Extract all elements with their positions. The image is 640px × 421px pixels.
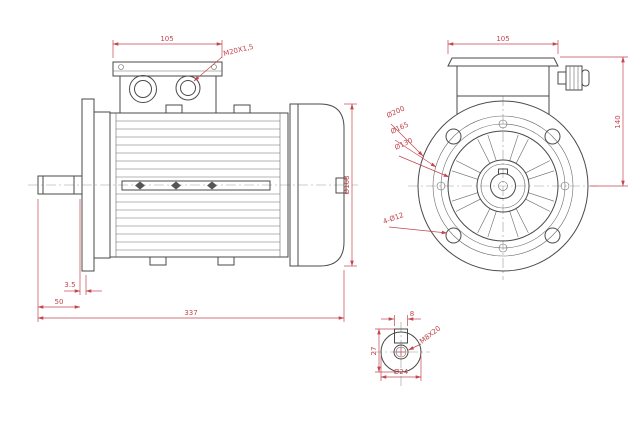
bolt-circle (432, 115, 574, 257)
tapped-hole (393, 344, 409, 360)
rear-bearing-cap (335, 177, 347, 194)
bolt-hole (544, 128, 561, 145)
front-view: 105 140 Ø200 Ø165 Ø130 4-Ø12 (382, 35, 628, 280)
bracket-screw (560, 181, 570, 191)
dim-terminal-box-width: 105 (160, 35, 173, 43)
center-hole (498, 181, 508, 191)
fan-cowl (289, 103, 345, 267)
gland-cap (581, 69, 590, 87)
cooling-fins (115, 113, 281, 257)
dim-body-diameter: Ø168 (343, 176, 351, 195)
cable-gland-hole (129, 75, 157, 103)
flange-outer-circle (417, 100, 589, 272)
lid-screw (211, 64, 217, 70)
bolt-hole (445, 227, 462, 244)
bracket-screw (498, 119, 508, 129)
top-lug (233, 104, 251, 114)
radial-ribs (451, 134, 555, 238)
bottom-lug (149, 256, 167, 266)
dim-bolt-circle-diameter: Ø165 (389, 121, 409, 136)
terminal-box-lid (112, 61, 223, 77)
lid-screw (118, 64, 124, 70)
dim-center-to-box-top: 140 (614, 115, 622, 128)
bolt-hole (445, 128, 462, 145)
spigot-circle (447, 130, 559, 242)
thread-minor-circle (395, 346, 407, 358)
tie-rod-nuts (135, 181, 217, 190)
shaft-bore (490, 173, 516, 199)
front-view-dimensions (388, 40, 628, 235)
top-lug (165, 104, 183, 114)
dim-front-box-width: 105 (496, 35, 509, 43)
side-view: 105 M20X1,5 Ø168 3.5 50 337 (28, 35, 358, 322)
dim-total-length: 337 (184, 309, 197, 317)
label-tapped-hole: M8X20 (418, 324, 442, 345)
cable-gland-hole-inner (134, 80, 152, 98)
bracket-step-circle (440, 123, 566, 249)
dim-keyway-width: 8 (410, 310, 414, 318)
terminal-box-lid-front (447, 57, 559, 67)
shaft (37, 175, 83, 195)
tie-rod (121, 180, 271, 191)
side-view-dimensions (37, 40, 357, 322)
gland-ribs (569, 66, 579, 90)
cable-gland-hole (175, 75, 201, 101)
bottom-lug (217, 256, 235, 266)
label-cable-gland-thread: M20X1,5 (223, 43, 255, 58)
gland-neck (557, 71, 567, 85)
bore-keyway (498, 168, 508, 175)
shaft-section (380, 331, 422, 373)
bracket-screw (436, 181, 446, 191)
shaft-detail-dimensions (375, 315, 422, 381)
shaft-detail-view: 8 M8X20 27 Ø24 (370, 310, 442, 386)
bolt-hole (544, 227, 561, 244)
terminal-box (119, 75, 217, 114)
dim-shaft-shoulder-gap: 3.5 (64, 281, 75, 289)
dim-spigot-diameter: Ø130 (393, 137, 413, 152)
bracket-screw (498, 243, 508, 253)
hub-circle (476, 159, 530, 213)
center-mark (396, 347, 406, 357)
dim-shaft-length: 50 (55, 298, 64, 306)
dim-flange-outer-diameter: Ø200 (385, 105, 405, 120)
cable-gland-hole-inner (180, 80, 196, 96)
dim-mounting-holes: 4-Ø12 (382, 211, 405, 226)
hub-inner-circle (480, 163, 526, 209)
terminal-box-front (456, 65, 550, 97)
key (394, 328, 408, 344)
dim-shaft-diameter: Ø24 (394, 368, 409, 376)
dim-shaft-plus-key-height: 27 (370, 347, 378, 356)
